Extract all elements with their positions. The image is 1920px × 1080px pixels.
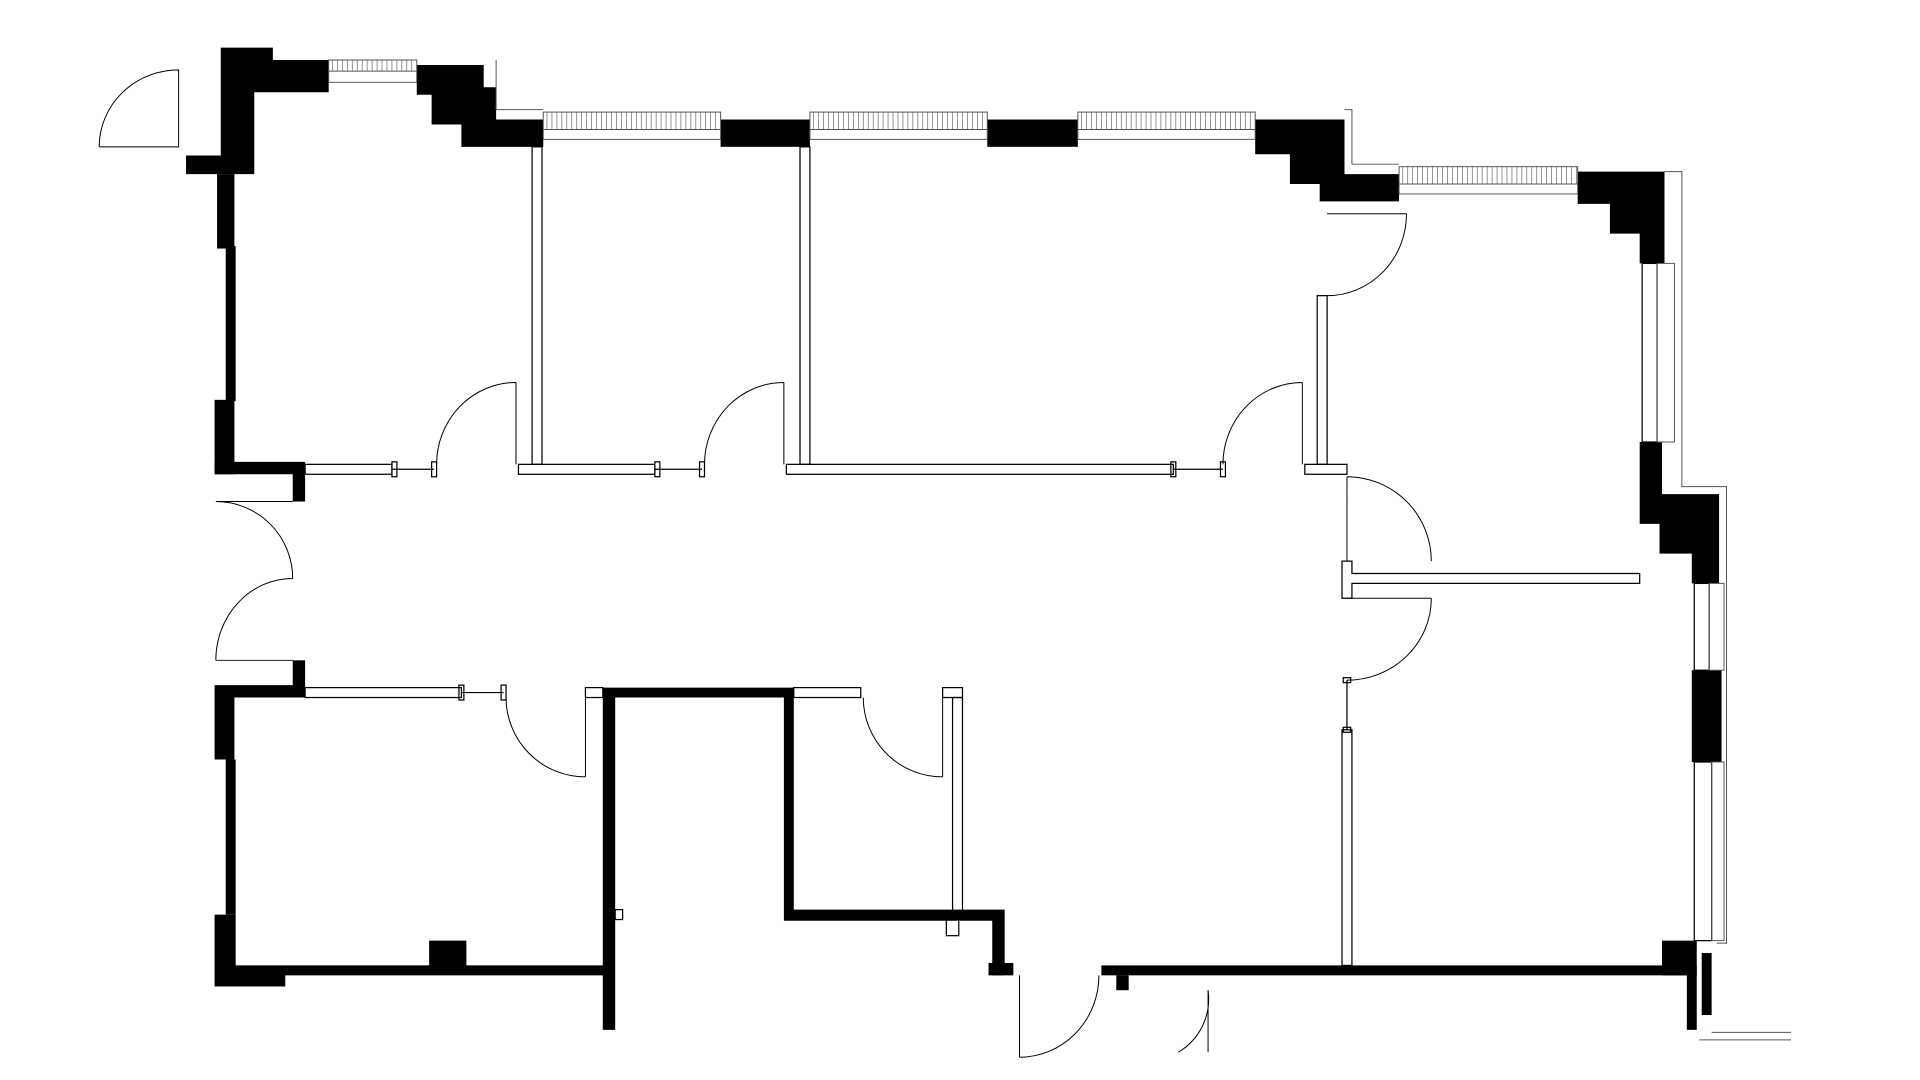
solid-walls: [186, 47, 1722, 1030]
wall-top-pier-1: [720, 119, 810, 147]
thin-partitions: [304, 146, 1713, 967]
wall-lower-left-column: [429, 940, 467, 971]
window-right-1: [1656, 262, 1675, 443]
doors: [98, 69, 1432, 1058]
wall-right-top-corner: [1577, 171, 1665, 264]
wall-top-left-corner: [186, 47, 329, 175]
door-lower-mid: [862, 697, 944, 778]
partition-right-strip-1: [1641, 262, 1658, 443]
wall-left-bottom-corner: [214, 461, 306, 502]
sliding-door-stubs: [391, 461, 1352, 937]
partition-v-low-2: [951, 696, 964, 912]
wall-top-step-1: [416, 64, 544, 147]
partition-h-low-3: [793, 686, 862, 699]
door-room-2: [704, 381, 785, 465]
wall-bottom-main: [1101, 965, 1697, 976]
door-corridor-right-2: [1346, 597, 1432, 681]
wall-central-block: [602, 687, 1005, 1030]
partition-h-right: [1341, 560, 1641, 599]
partition-v-2: [799, 146, 811, 465]
window-top-2: [542, 111, 722, 140]
window-top-3: [809, 111, 988, 140]
partition-v-3: [1316, 295, 1328, 465]
windows: [328, 59, 1792, 1041]
wall-lower-left-corner: [214, 685, 306, 760]
partition-h-2: [517, 463, 656, 475]
partition-h-low-1: [304, 686, 463, 699]
door-top-left: [98, 69, 180, 148]
wall-top-right-step: [1255, 119, 1400, 202]
sliding-door-details: [391, 468, 1348, 730]
partition-v-low-1: [942, 686, 964, 699]
wall-lower-left-bottom: [214, 914, 606, 987]
wall-left-upper: [217, 174, 235, 249]
door-room-3: [1222, 381, 1303, 465]
wall-left-mid: [214, 399, 235, 475]
wall-central-stub: [988, 962, 1014, 976]
door-double-left-top: [215, 501, 294, 579]
partition-h-3: [785, 463, 1174, 475]
partition-v-lower: [1341, 729, 1353, 967]
partition-right-strip-3: [1693, 761, 1713, 942]
partition-h-1: [304, 463, 393, 475]
wall-lower-left-top-stub: [292, 660, 306, 688]
window-top-4: [1077, 111, 1256, 140]
door-corridor-right: [1346, 476, 1432, 562]
partition-h-low-2: [584, 686, 604, 699]
door-double-left-bottom: [215, 577, 293, 661]
window-right-2: [1708, 582, 1725, 671]
window-top-5: [1398, 166, 1579, 195]
partition-v-1: [531, 146, 543, 465]
window-hatching: [332, 60, 1577, 185]
door-bottom-1: [1019, 975, 1100, 1058]
door-lower-left: [505, 697, 586, 778]
wall-top-pier-2: [987, 119, 1078, 147]
wall-right-mid: [1639, 442, 1720, 584]
wall-bottom-right-corner: [1662, 940, 1697, 1030]
wall-left-upper-thin: [225, 246, 236, 402]
wall-bottom-stub: [1116, 975, 1129, 991]
partition-right-strip-2: [1693, 582, 1710, 671]
wall-right-pier: [1691, 670, 1722, 763]
wall-bottom-right-stub: [1701, 953, 1712, 1016]
door-right-upper: [1327, 213, 1408, 297]
door-room-1: [436, 381, 517, 465]
partition-h-4: [1304, 463, 1348, 475]
window-right-3: [1711, 761, 1725, 942]
wall-lower-left-side: [225, 759, 236, 915]
door-bottom-2: [1178, 990, 1210, 1053]
